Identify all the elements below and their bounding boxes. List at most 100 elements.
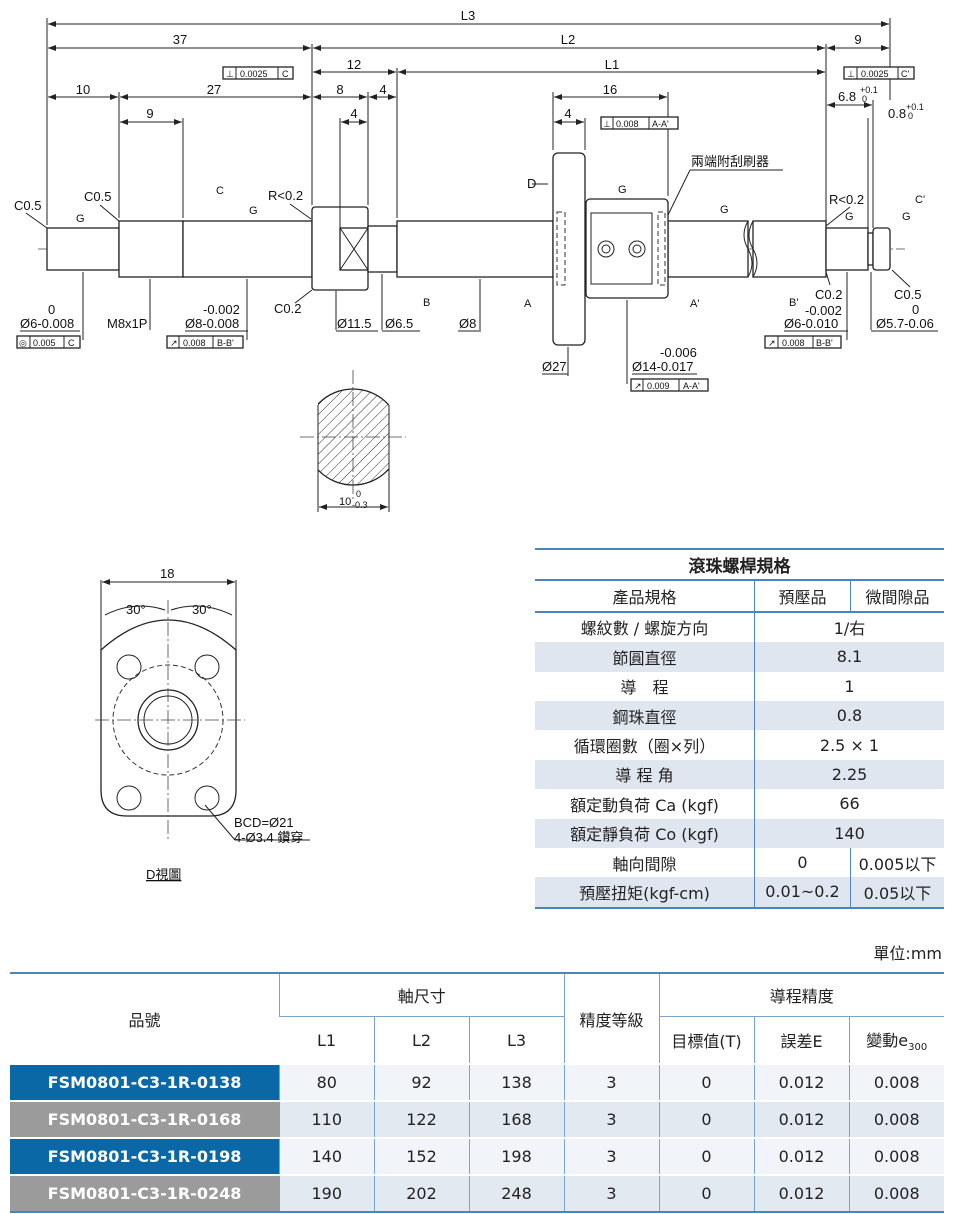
chamfer-note: C0.2 [815,287,842,302]
screw-shaft [46,206,891,291]
cell-error: 0.012 [753,1063,849,1101]
tol-upper: 0 [356,489,361,499]
fcf-runout-left: ↗ 0.008 B-B' [166,335,244,349]
diameter-note: Ø8 [459,316,476,331]
datum-a: A [524,298,532,310]
cell-l3: 168 [468,1100,564,1138]
tolerance: -0.002 [203,302,240,317]
angle-label: 30° [126,602,146,617]
dim-16: 16 [603,82,617,97]
spec-value: 66 [754,789,944,819]
unit-label: 單位:mm [873,944,942,963]
spec-value: 1/右 [754,611,944,643]
ball-screw-drawing: L3 37 L2 9 12 L1 10 27 8 4 16 9 4 4 6.8 … [14,8,938,512]
part-number: FSM0801-C3-1R-0248 [10,1174,280,1213]
radius-note: R<0.2 [268,188,303,203]
svg-text:B-B': B-B' [816,338,833,348]
svg-text:0.009: 0.009 [647,381,670,391]
svg-text:◎: ◎ [19,338,27,348]
diameter-note: Ø27 [542,359,567,374]
grinding-mark: G [845,211,854,223]
svg-text:B-B': B-B' [217,338,234,348]
tolerance: 0 [912,302,919,317]
dim-9r: 9 [854,32,861,47]
spec-label: 額定靜負荷 Co (kgf) [535,818,755,848]
grinding-mark: G [76,213,85,225]
spec-title: 滾珠螺桿規格 [535,547,944,582]
spec-value: 0.8 [754,700,944,731]
cell-l2: 202 [373,1174,469,1213]
dimension-lines [48,21,889,125]
spec-header: 產品規格 [535,580,755,613]
cell-l3: 138 [468,1063,564,1101]
diameter-note: Ø6.5 [385,316,413,331]
chamfer-note: C0.2 [274,301,301,316]
spec-label: 鋼珠直徑 [535,700,755,731]
svg-text:0.0025: 0.0025 [861,69,889,79]
svg-text:⊥: ⊥ [603,119,611,129]
tol-lower: -0.3 [352,500,368,510]
header-shaft-dims: 軸尺寸 [279,972,564,1017]
part-number: FSM0801-C3-1R-0198 [10,1137,280,1175]
dim-0-8: 0.8 [888,106,906,121]
spec-label: 螺紋數 / 螺旋方向 [580,619,709,639]
svg-text:0.005: 0.005 [33,338,56,348]
spec-row: 循環圈數（圈×列）2.5 × 1 [535,730,944,760]
tol-upper: +0.1 [860,85,878,95]
radius-note: R<0.2 [829,192,864,207]
chamfer-note: C0.5 [84,189,111,204]
cell-error: 0.012 [753,1100,849,1138]
datum-c-prime: C' [915,194,925,206]
spec-label: 導 程 角 [535,759,755,790]
header-error: 誤差E [753,1016,849,1064]
cell-grade: 3 [563,1063,659,1101]
spec-value: 0.01~0.2 [754,877,851,909]
svg-text:A-A': A-A' [652,119,669,129]
cell-l1: 110 [279,1100,374,1138]
tol-upper: +0.1 [906,102,924,112]
cell-l2: 122 [373,1100,469,1138]
spec-value: 8.1 [754,642,944,672]
cell-target: 0 [658,1063,754,1101]
part-number: FSM0801-C3-1R-0168 [10,1100,280,1138]
header-l1: L1 [279,1016,374,1064]
dim-l3: L3 [461,8,475,23]
spec-value: 140 [754,818,944,848]
dim-10: 10 [76,82,90,97]
holes-note: 4-Ø3.4 鑽穿 [234,830,303,845]
spec-header: 預壓品 [754,580,851,613]
angle-label: 30° [192,602,212,617]
wiper-note: 兩端附刮刷器 [691,154,769,169]
dim-l1: L1 [605,57,619,72]
svg-text:⊥: ⊥ [226,69,234,79]
tolerance: -0.006 [660,345,697,360]
spec-value: 0 [754,847,851,878]
header-variation: 變動e300 [848,1016,944,1064]
cell-l1: 190 [279,1174,374,1213]
svg-text:↗: ↗ [768,338,776,348]
datum-b: B [423,297,430,309]
svg-text:C: C [282,69,289,79]
cell-variation: 0.008 [848,1137,944,1175]
spec-label: 額定動負荷 Ca (kgf) [570,795,719,815]
cell-target: 0 [658,1137,754,1175]
cell-l3: 198 [468,1137,564,1175]
spec-header: 微間隙品 [850,580,944,613]
chamfer-note: C0.5 [14,198,41,213]
header-l3: L3 [468,1016,564,1064]
svg-text:0.008: 0.008 [183,338,206,348]
svg-text:↗: ↗ [170,338,178,348]
header-part-no: 品號 [10,972,280,1064]
dim-6-8: 6.8 [838,89,856,104]
diameter-note: Ø8-0.008 [185,316,239,331]
spec-label: 循環圈數（圈×列） [573,737,716,757]
cell-variation: 0.008 [848,1063,944,1101]
